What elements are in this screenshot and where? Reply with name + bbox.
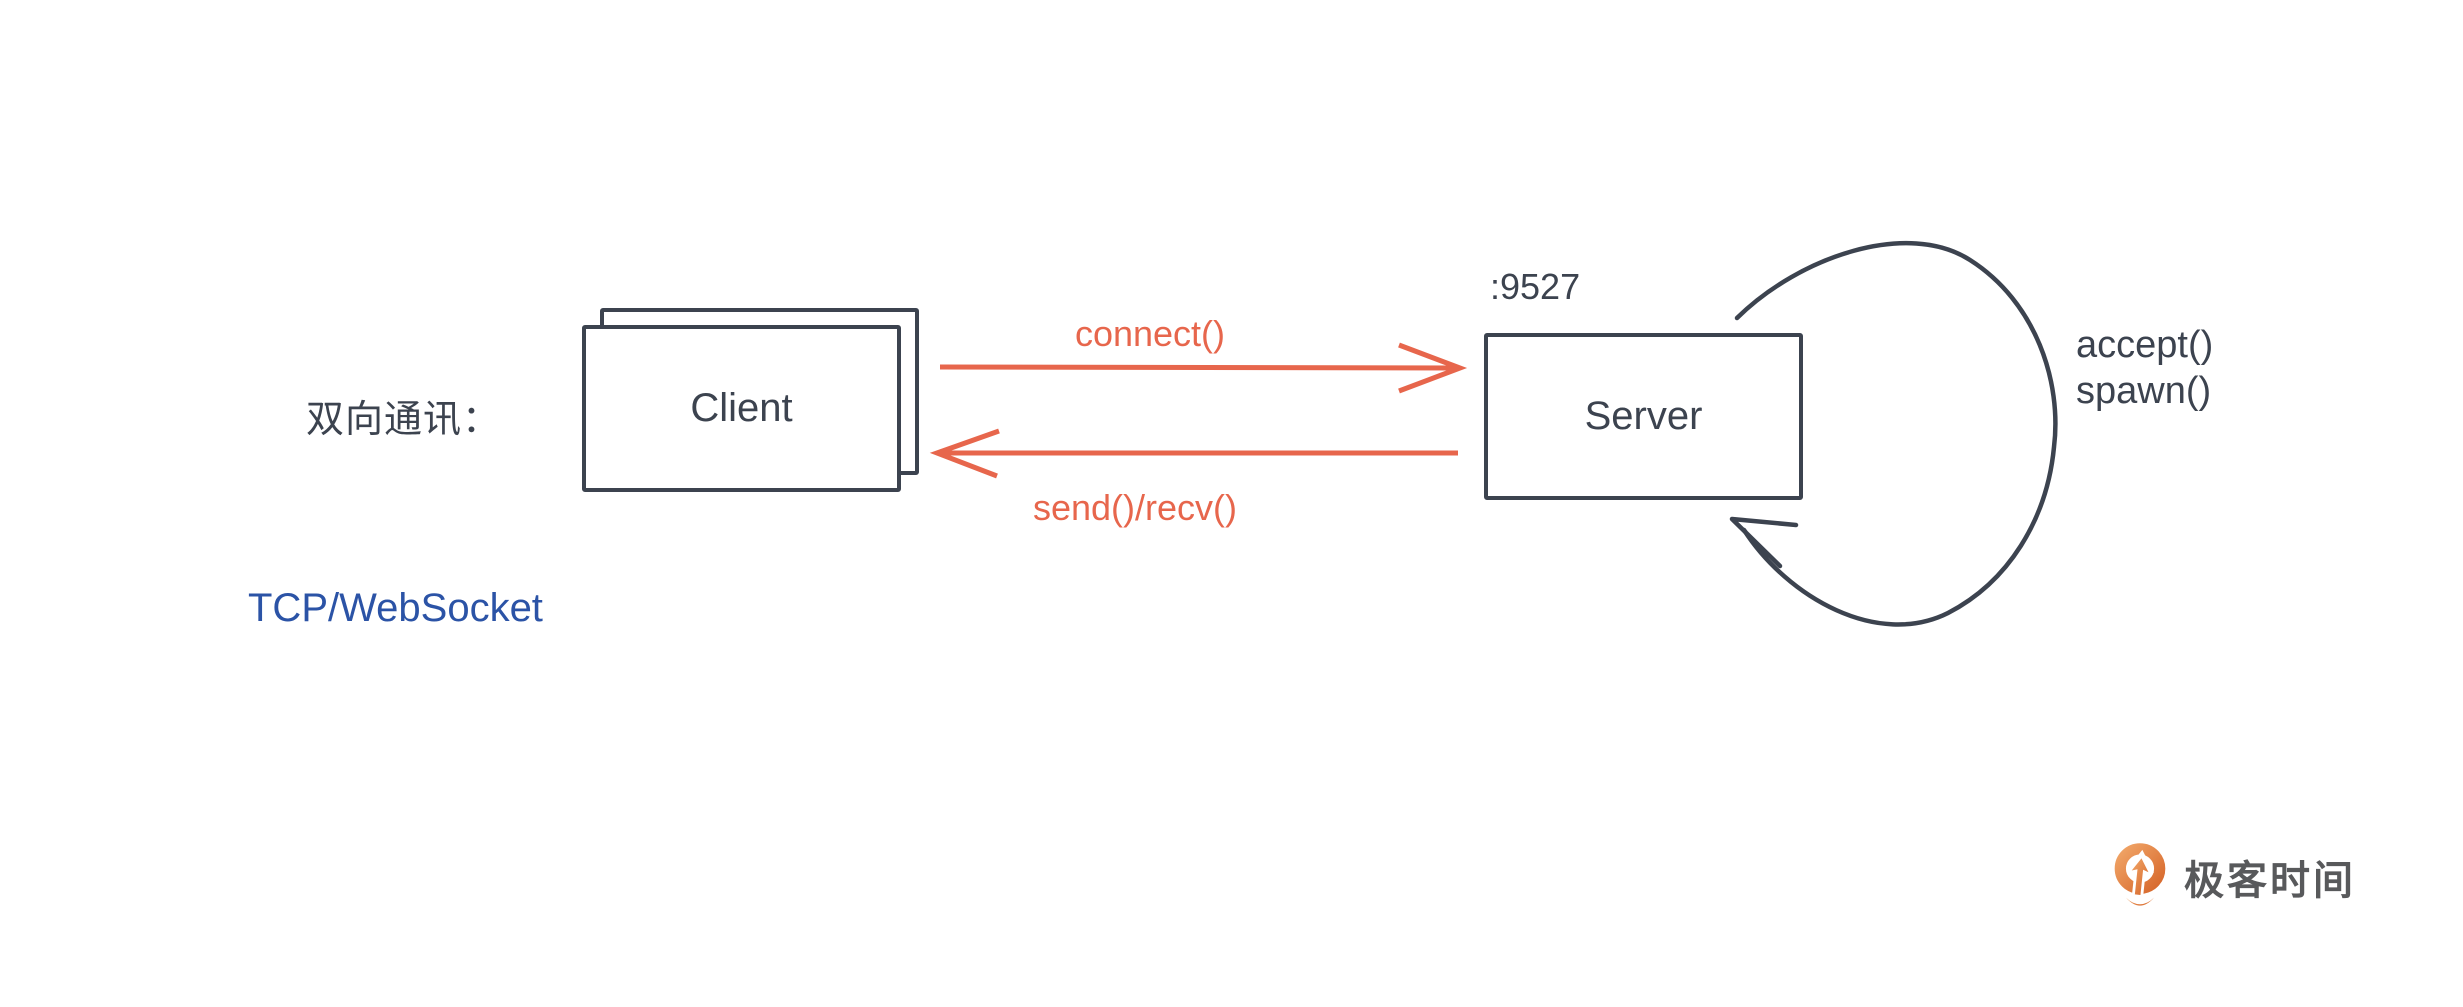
send-recv-arrow [929,428,1458,479]
send-recv-arrow-label: send()/recv() [1032,487,1238,528]
connect-arrow-label: connect() [1074,313,1226,354]
geektime-logo-icon [2114,843,2166,906]
protocol-label: TCP/WebSocket [248,586,543,630]
client-box: Client [582,325,901,492]
accept-label: accept() [2076,324,2214,366]
client-label: Client [690,386,793,430]
loop-labels: accept() spawn() [2076,322,2213,414]
spawn-label: spawn() [2076,370,2212,412]
geektime-logo-text: 极客时间 [2184,859,2356,903]
geektime-logo: 极客时间 [2110,840,2356,914]
server-port-label: :9527 [1490,266,1581,307]
server-box: Server [1484,333,1803,500]
server-label: Server [1584,394,1703,438]
side-label: 双向通讯： [306,399,502,441]
